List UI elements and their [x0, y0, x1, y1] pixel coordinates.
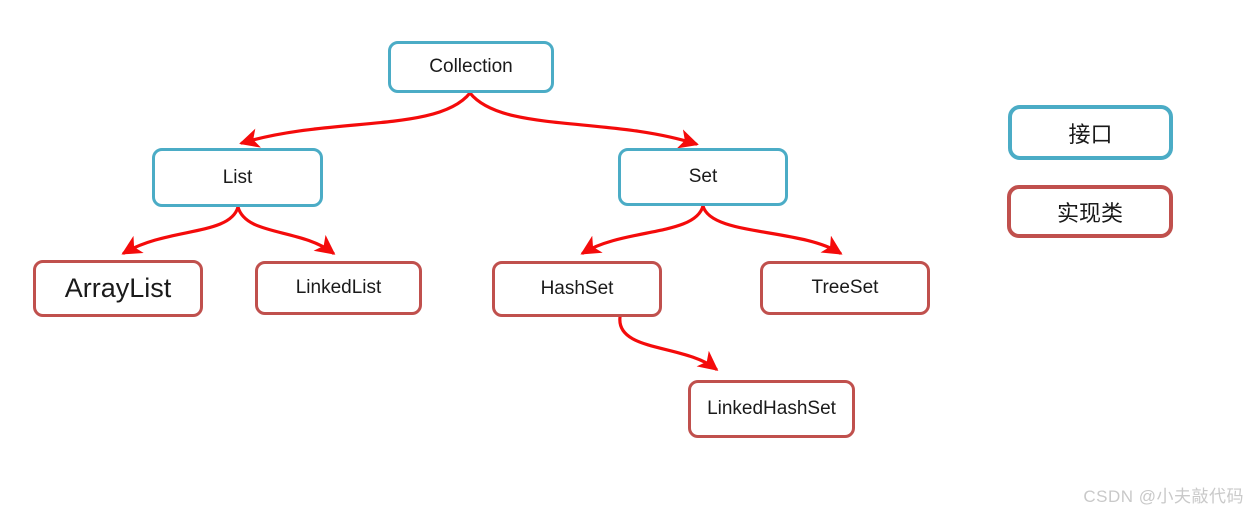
node-hashset: HashSet [492, 261, 662, 317]
node-list: List [152, 148, 323, 207]
node-list-label: List [222, 166, 253, 188]
node-arraylist-label: ArrayList [64, 273, 172, 303]
legend-class: 实现类 [1007, 185, 1173, 238]
node-collection-label: Collection [429, 56, 513, 77]
node-arraylist: ArrayList [33, 260, 203, 317]
node-treeset-label: TreeSet [811, 277, 879, 298]
node-linkedhashset: LinkedHashSet [688, 380, 855, 438]
edge-set-treeset [701, 204, 843, 255]
watermark: CSDN @小夫敲代码 [1083, 487, 1244, 506]
node-collection: Collection [388, 41, 554, 93]
node-linkedlist-label: LinkedList [295, 277, 382, 298]
node-linkedhashset-label: LinkedHashSet [707, 398, 836, 419]
edge-set-hashset [580, 204, 705, 255]
legend-interface: 接口 [1008, 105, 1173, 160]
node-treeset: TreeSet [760, 261, 930, 315]
edge-collection-set [468, 91, 699, 149]
legend-interface-label: 接口 [1068, 121, 1113, 147]
node-linkedlist: LinkedList [255, 261, 422, 315]
edge-collection-list [239, 91, 472, 148]
edge-list-linkedlist [236, 205, 336, 255]
node-set: Set [618, 148, 788, 206]
legend-class-label: 实现类 [1056, 200, 1123, 226]
node-set-label: Set [688, 166, 718, 187]
edge-list-arraylist [121, 205, 240, 255]
edge-hashset-linkedhashset [618, 315, 719, 371]
node-hashset-label: HashSet [540, 278, 614, 299]
